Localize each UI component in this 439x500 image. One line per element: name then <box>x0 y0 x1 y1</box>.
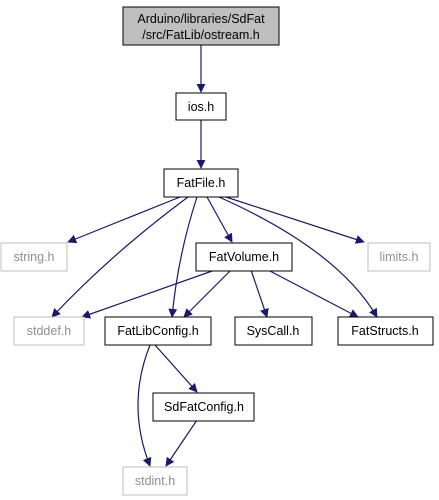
node-string-h-label: string.h <box>14 250 55 264</box>
node-sdfatconfig-h-label: SdFatConfig.h <box>164 400 244 414</box>
edge-fatfile-to-fatvolume <box>206 196 233 243</box>
node-ios-h[interactable]: ios.h <box>175 92 227 121</box>
edge-sdfatconfig-to-stdint <box>165 419 198 467</box>
node-fatlibconfig-h-label: FatLibConfig.h <box>117 324 198 338</box>
edges <box>51 45 378 467</box>
node-ostream-h[interactable]: Arduino/libraries/SdFat /src/FatLib/ostr… <box>122 6 280 46</box>
node-stdint-h: stdint.h <box>122 466 188 496</box>
node-fatstructs-h-label: FatStructs.h <box>351 324 418 338</box>
node-fatvolume-h[interactable]: FatVolume.h <box>195 242 293 272</box>
node-fatvolume-h-label: FatVolume.h <box>209 250 279 264</box>
edge-fatfile-to-stddef <box>51 196 189 318</box>
edge-fatlibconfig-to-stdint <box>137 344 152 467</box>
edge-fatfile-to-fatstructs <box>218 196 378 318</box>
node-syscall-h[interactable]: SysCall.h <box>234 316 313 346</box>
node-ostream-h-label-line2: /src/FatLib/ostream.h <box>142 28 259 42</box>
node-fatfile-h[interactable]: FatFile.h <box>163 168 239 198</box>
node-ios-h-label: ios.h <box>188 100 214 114</box>
node-fatstructs-h[interactable]: FatStructs.h <box>337 316 434 346</box>
node-sdfatconfig-h[interactable]: SdFatConfig.h <box>152 392 255 422</box>
node-ostream-h-label-line1: Arduino/libraries/SdFat <box>137 12 265 26</box>
node-string-h: string.h <box>0 242 68 272</box>
node-stdint-h-label: stdint.h <box>135 474 175 488</box>
node-syscall-h-label: SysCall.h <box>247 324 300 338</box>
node-limits-h: limits.h <box>367 242 431 272</box>
edge-fatfile-to-limits <box>225 196 365 244</box>
edge-fatvolume-to-syscall <box>250 269 269 318</box>
node-limits-h-label: limits.h <box>380 250 419 264</box>
node-stddef-h: stddef.h <box>13 316 85 346</box>
edge-fatfile-to-string <box>67 196 181 244</box>
edge-fatlibconfig-to-sdfatconfig <box>154 344 198 393</box>
node-fatlibconfig-h[interactable]: FatLibConfig.h <box>104 316 212 346</box>
node-fatfile-h-label: FatFile.h <box>177 176 226 190</box>
nodes: Arduino/libraries/SdFat /src/FatLib/ostr… <box>0 6 434 496</box>
edge-fatvolume-to-stddef <box>81 269 216 319</box>
edge-fatfile-to-fatlibconfig <box>168 196 198 318</box>
edge-fatvolume-to-fatlibconfig <box>183 269 232 318</box>
node-stddef-h-label: stddef.h <box>27 324 72 338</box>
edge-fatvolume-to-fatstructs <box>267 269 359 318</box>
